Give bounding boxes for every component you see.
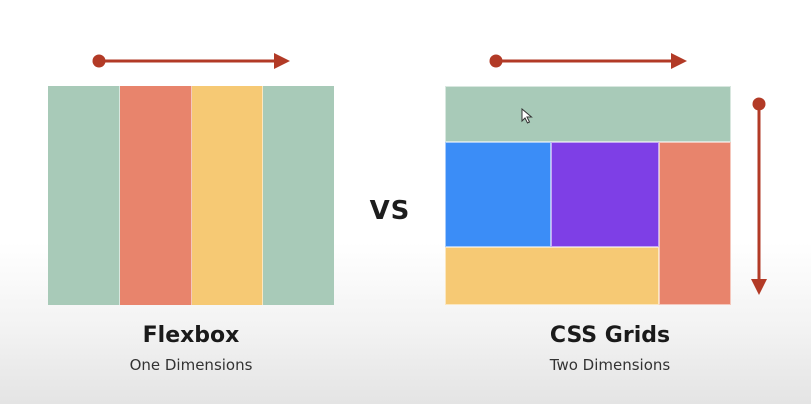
grid-cell-a [445,142,551,247]
flex-column-2 [119,86,192,305]
arrow-head [274,53,290,69]
grid-cell-side [659,142,731,305]
css-grid-panel [445,86,731,305]
grid-cell-b [551,142,659,247]
grid-cell-header [445,86,731,142]
flexbox-subtitle: One Dimensions [129,356,253,374]
grid-subtitle: Two Dimensions [549,356,671,374]
flex-column-4 [263,86,334,305]
grid-arrow-right-icon [489,53,687,69]
mouse-pointer-icon [521,108,533,124]
arrow-head [671,53,687,69]
grid-cell-footer [445,247,659,305]
flex-column-3 [191,86,264,305]
flexbox-caption: Flexbox One Dimensions [48,322,334,376]
flexbox-panel [48,86,334,305]
grid-caption: CSS Grids Two Dimensions [467,322,753,376]
grid-arrow-down-icon [751,97,767,295]
arrow-head [751,279,767,295]
grid-title: CSS Grids [549,323,671,348]
flexbox-title: Flexbox [142,323,240,348]
vs-label: VS [369,196,411,226]
flex-column-1 [48,86,120,305]
flexbox-arrow-right-icon [92,53,290,69]
